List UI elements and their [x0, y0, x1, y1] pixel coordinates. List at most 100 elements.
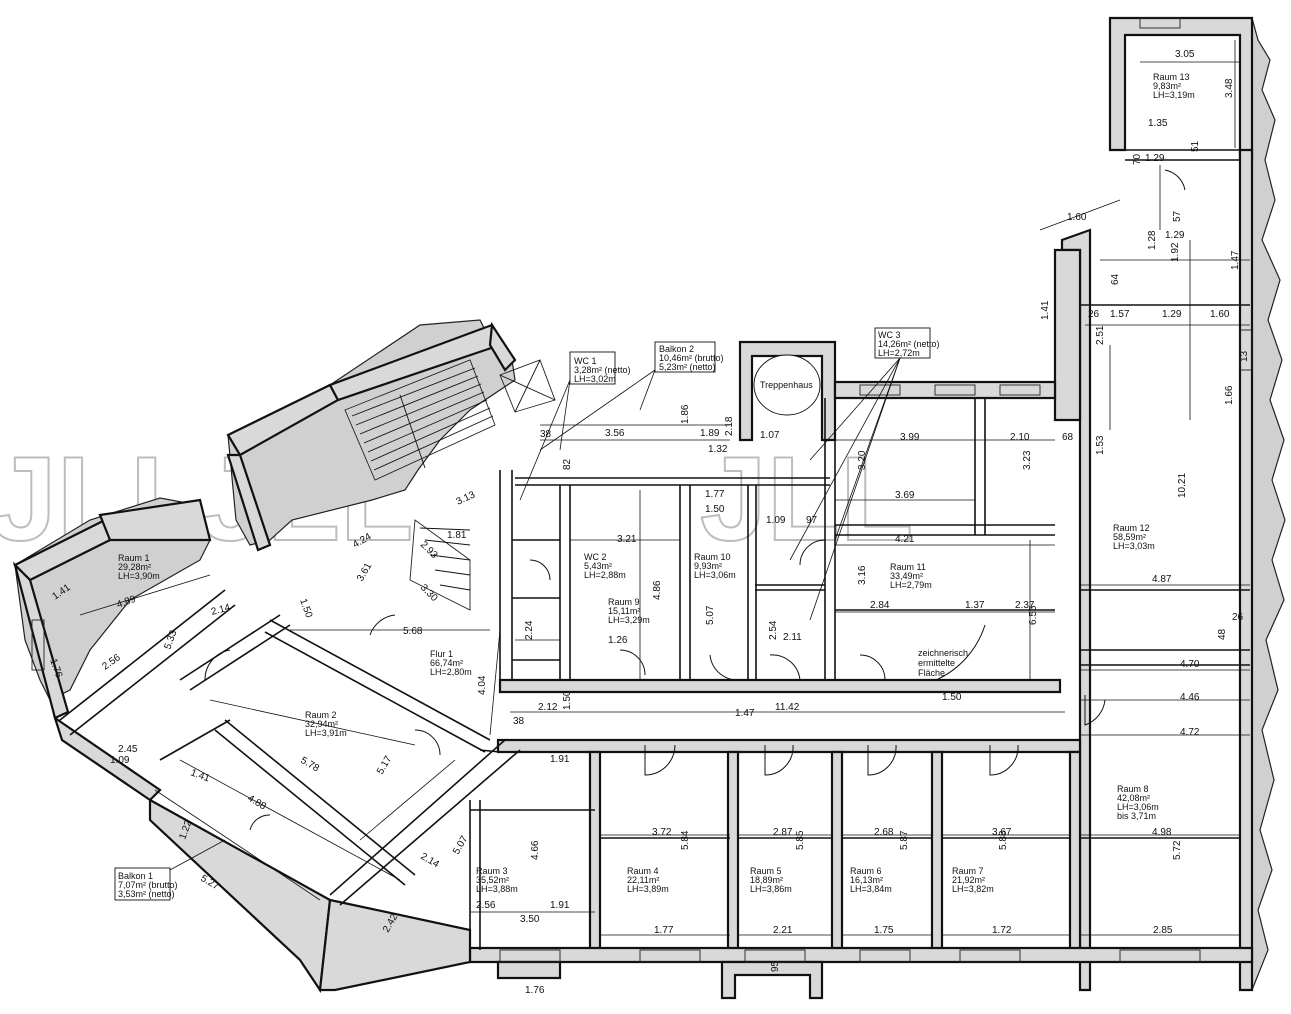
- raum-10-area: 9,93m²: [694, 561, 722, 571]
- dim-label: 3.56: [605, 428, 625, 439]
- dim-label: 4.72: [1180, 727, 1200, 738]
- dim-label: 2.10: [1010, 432, 1030, 443]
- dim-label: 2.45: [118, 744, 138, 755]
- dim-label: 3.72: [652, 827, 672, 838]
- zeichnerisch-line3: Fläche: [918, 668, 945, 678]
- raum-5-lh: LH=3,86m: [750, 884, 792, 894]
- raum-6-label: Raum 6 16,13m² LH=3,84m: [850, 866, 892, 894]
- dim-label: 1.47: [735, 708, 755, 719]
- dim-label: 3.50: [520, 914, 540, 925]
- dim-label: 2.93: [418, 539, 440, 561]
- raum-12-label: Raum 12 58,59m² LH=3,03m: [1113, 523, 1155, 551]
- dim-label: 1.92: [1170, 242, 1181, 262]
- staircase: [344, 359, 556, 611]
- watermark-right: JLL: [700, 432, 913, 566]
- treppenhaus: Treppenhaus: [753, 354, 821, 416]
- raum-11-lh: LH=2,79m: [890, 580, 932, 590]
- dim-label: 1.26: [608, 635, 628, 646]
- dim-label: 4.70: [1180, 659, 1200, 670]
- zeichnerisch-line2: ermittelte: [918, 658, 955, 668]
- balkon-2-label: Balkon 2 10,46m² (brutto) 5,23m² (netto): [659, 344, 724, 372]
- raum-3-area: 35,52m²: [476, 875, 509, 885]
- balkon-1-label: Balkon 1 7,07m² (brutto) 3,53m² (netto): [118, 871, 178, 899]
- wc-1-name: WC 1: [574, 356, 597, 366]
- raum-10-lh: LH=3,06m: [694, 570, 736, 580]
- dim-label: 6.55: [1028, 605, 1039, 625]
- dim-label: 57: [1172, 210, 1183, 222]
- dim-label: 5.85: [795, 830, 806, 850]
- dim-label: 3.69: [895, 490, 915, 501]
- raum-1-name: Raum 1: [118, 553, 150, 563]
- dim-label: 95: [770, 960, 781, 972]
- dim-label: 82: [562, 458, 573, 470]
- raum-9-area: 15,11m²: [608, 606, 640, 616]
- dim-label: 5.78: [299, 755, 322, 774]
- raum-2-label: Raum 2 32,94m² LH=3,91m: [305, 710, 347, 738]
- dim-label: 2.51: [1095, 325, 1106, 345]
- raum-9-label: Raum 9 15,11m² LH=3,29m: [608, 597, 650, 625]
- dim-label: 70: [1132, 153, 1143, 165]
- dim-label: 1.35: [1148, 118, 1168, 129]
- dim-label: 2.68: [874, 827, 894, 838]
- dim-label: 3.20: [857, 450, 868, 470]
- dim-label: 2.18: [724, 416, 735, 436]
- dim-label: 1.41: [189, 767, 211, 784]
- dim-label: 2.21: [773, 925, 793, 936]
- raum-7-label: Raum 7 21,92m² LH=3,82m: [952, 866, 994, 894]
- dim-label: 13: [1239, 350, 1250, 362]
- raum-7-area: 21,92m²: [952, 875, 985, 885]
- dim-label: 1.91: [550, 900, 570, 911]
- dim-label: 1.50: [705, 504, 725, 515]
- dim-label: 5.07: [705, 605, 716, 625]
- raum-6-lh: LH=3,84m: [850, 884, 892, 894]
- wc-3-name: WC 3: [878, 330, 901, 340]
- doors: [204, 169, 1186, 831]
- dim-label: 1.72: [992, 925, 1012, 936]
- dim-label: 4.88: [246, 793, 269, 812]
- wc-1-lh: LH=3,02m: [574, 374, 616, 384]
- dim-label: 2.14: [419, 851, 442, 870]
- dim-label: 1.50: [562, 690, 573, 710]
- dim-label: 5.88: [998, 830, 1009, 850]
- raum-9-name: Raum 9: [608, 597, 640, 607]
- dim-label: 4.87: [1152, 574, 1172, 585]
- dim-label: 3.05: [1175, 49, 1195, 60]
- raum-2-lh: LH=3,91m: [305, 728, 347, 738]
- dim-label: 2.24: [524, 620, 535, 640]
- dim-label: 38: [540, 429, 552, 440]
- raum-3-label: Raum 3 35,52m² LH=3,88m: [476, 866, 518, 894]
- dim-label: 38: [513, 716, 525, 727]
- interior-walls: [59, 149, 1250, 950]
- zeichnerisch-note: zeichnerisch ermittelte Fläche: [918, 648, 968, 678]
- outer-walls: [12, 16, 1254, 1000]
- raum-7-name: Raum 7: [952, 866, 984, 876]
- raum-3-lh: LH=3,88m: [476, 884, 518, 894]
- raum-2-name: Raum 2: [305, 710, 337, 720]
- balkon-2-netto: 5,23m² (netto): [659, 362, 716, 372]
- dimension-lines: [59, 40, 1250, 936]
- leader-lines: [169, 357, 901, 871]
- dim-label: 1.29: [1165, 230, 1185, 241]
- dim-label: 2.54: [768, 620, 779, 640]
- wc-2-name: WC 2: [584, 552, 607, 562]
- dim-label: 4.66: [530, 840, 541, 860]
- flur-1-name: Flur 1: [430, 649, 453, 659]
- raum-5-label: Raum 5 18,89m² LH=3,86m: [750, 866, 792, 894]
- dim-label: 1.50: [942, 692, 962, 703]
- raum-12-area: 58,59m²: [1113, 532, 1146, 542]
- dim-label: 5.07: [451, 834, 470, 857]
- dim-label: 10.21: [1177, 473, 1188, 498]
- dim-label: 2.56: [476, 900, 496, 911]
- raum-6-name: Raum 6: [850, 866, 882, 876]
- raum-8-area: 42,08m²: [1117, 793, 1150, 803]
- dim-label: 1.77: [705, 489, 725, 500]
- dim-label: 48: [1217, 628, 1228, 640]
- dim-label: 11.42: [775, 702, 800, 713]
- raum-10-label: Raum 10 9,93m² LH=3,06m: [694, 552, 736, 580]
- dim-label: 3.21: [617, 534, 637, 545]
- dim-label: 5.87: [899, 830, 910, 850]
- dim-label: 3.30: [418, 582, 440, 604]
- dim-label: 2.37: [1015, 600, 1035, 611]
- raum-13-name: Raum 13: [1153, 72, 1190, 82]
- dim-label: 2.84: [870, 600, 890, 611]
